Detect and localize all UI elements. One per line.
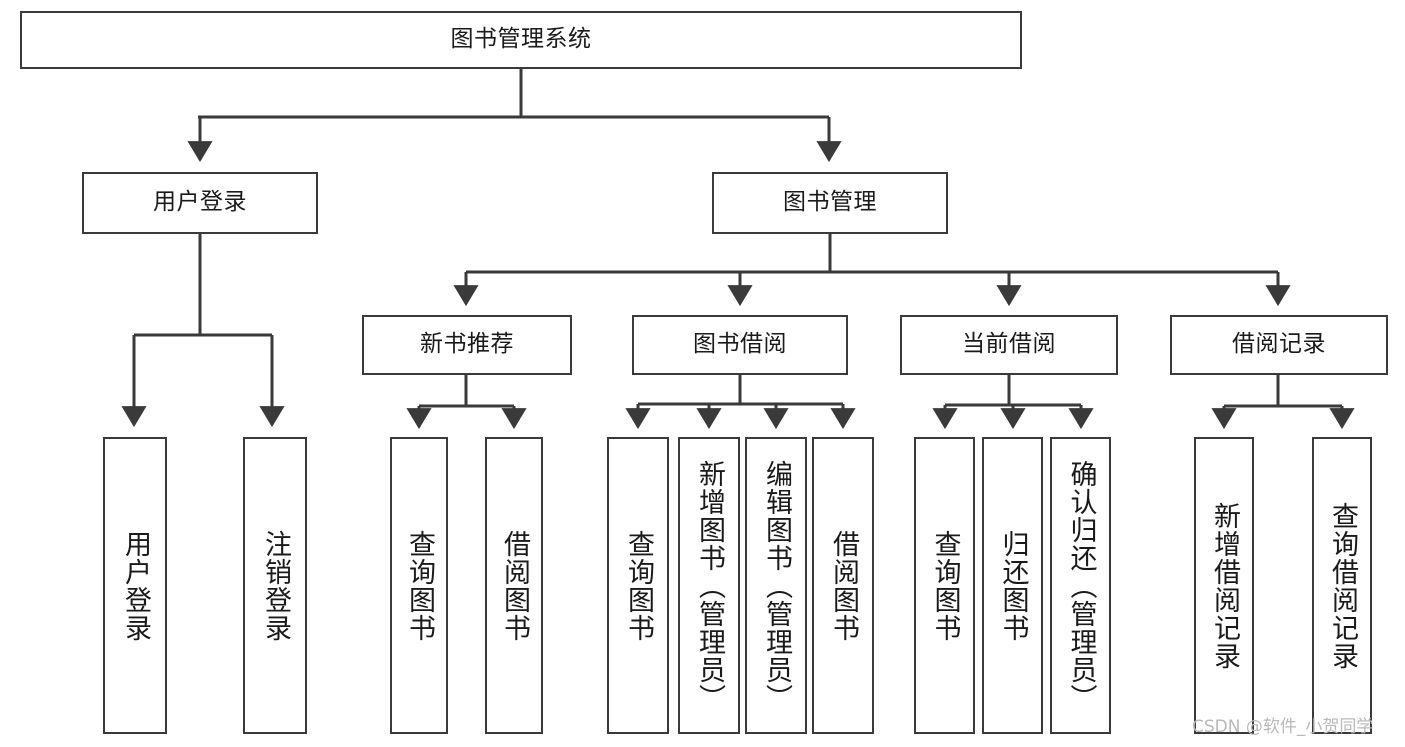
node-leaf-edit-book-admin[interactable]: 编辑图书（管理员）: [745, 437, 807, 734]
node-leaf-confirm-return[interactable]: 确认归还（管理员）: [1050, 437, 1111, 734]
node-leaf-query-book-cur-label: 查询图书: [929, 529, 961, 642]
node-leaf-query-borrow-record-label: 查询借阅记录: [1327, 501, 1359, 670]
node-book-management-label: 图书管理: [783, 189, 877, 216]
node-leaf-borrow-book[interactable]: 借阅图书: [812, 437, 874, 734]
node-leaf-add-book-admin[interactable]: 新增图书（管理员）: [678, 437, 740, 734]
node-leaf-borrow-book-label: 借阅图书: [828, 529, 860, 642]
node-user-login[interactable]: 用户登录: [82, 172, 318, 234]
node-new-book-recommend[interactable]: 新书推荐: [362, 315, 572, 375]
node-leaf-query-borrow-record[interactable]: 查询借阅记录: [1312, 437, 1372, 734]
node-leaf-borrow-book-new[interactable]: 借阅图书: [485, 437, 543, 734]
node-book-management[interactable]: 图书管理: [712, 172, 948, 234]
node-book-borrow[interactable]: 图书借阅: [632, 315, 848, 375]
node-leaf-user-login[interactable]: 用户登录: [103, 437, 167, 734]
node-borrow-record-label: 借阅记录: [1232, 331, 1326, 358]
node-root[interactable]: 图书管理系统: [20, 11, 1022, 69]
node-current-borrow-label: 当前借阅: [962, 331, 1056, 358]
node-leaf-logout[interactable]: 注销登录: [243, 437, 307, 734]
node-leaf-add-book-admin-label: 新增图书（管理员）: [694, 459, 726, 712]
node-leaf-query-book-label: 查询图书: [623, 529, 655, 642]
node-user-login-label: 用户登录: [153, 189, 247, 216]
node-leaf-add-borrow-record-label: 新增借阅记录: [1209, 501, 1241, 670]
node-leaf-user-login-label: 用户登录: [120, 529, 152, 642]
node-leaf-edit-book-admin-label: 编辑图书（管理员）: [761, 459, 793, 712]
node-leaf-borrow-book-new-label: 借阅图书: [499, 529, 531, 642]
node-leaf-logout-label: 注销登录: [260, 529, 292, 642]
node-leaf-query-book[interactable]: 查询图书: [607, 437, 669, 734]
node-leaf-confirm-return-label: 确认归还（管理员）: [1065, 459, 1097, 712]
node-root-label: 图书管理系统: [450, 26, 592, 53]
node-current-borrow[interactable]: 当前借阅: [900, 315, 1118, 375]
node-leaf-return-book-label: 归还图书: [997, 529, 1029, 642]
node-leaf-query-book-new[interactable]: 查询图书: [390, 437, 448, 734]
watermark-text: CSDN @软件_小贺同学: [1192, 717, 1374, 737]
node-leaf-query-book-cur[interactable]: 查询图书: [914, 437, 975, 734]
node-borrow-record[interactable]: 借阅记录: [1170, 315, 1388, 375]
node-new-book-recommend-label: 新书推荐: [420, 331, 514, 358]
node-leaf-query-book-new-label: 查询图书: [404, 529, 436, 642]
node-leaf-return-book[interactable]: 归还图书: [982, 437, 1043, 734]
node-book-borrow-label: 图书借阅: [693, 331, 787, 358]
node-leaf-add-borrow-record[interactable]: 新增借阅记录: [1194, 437, 1254, 734]
